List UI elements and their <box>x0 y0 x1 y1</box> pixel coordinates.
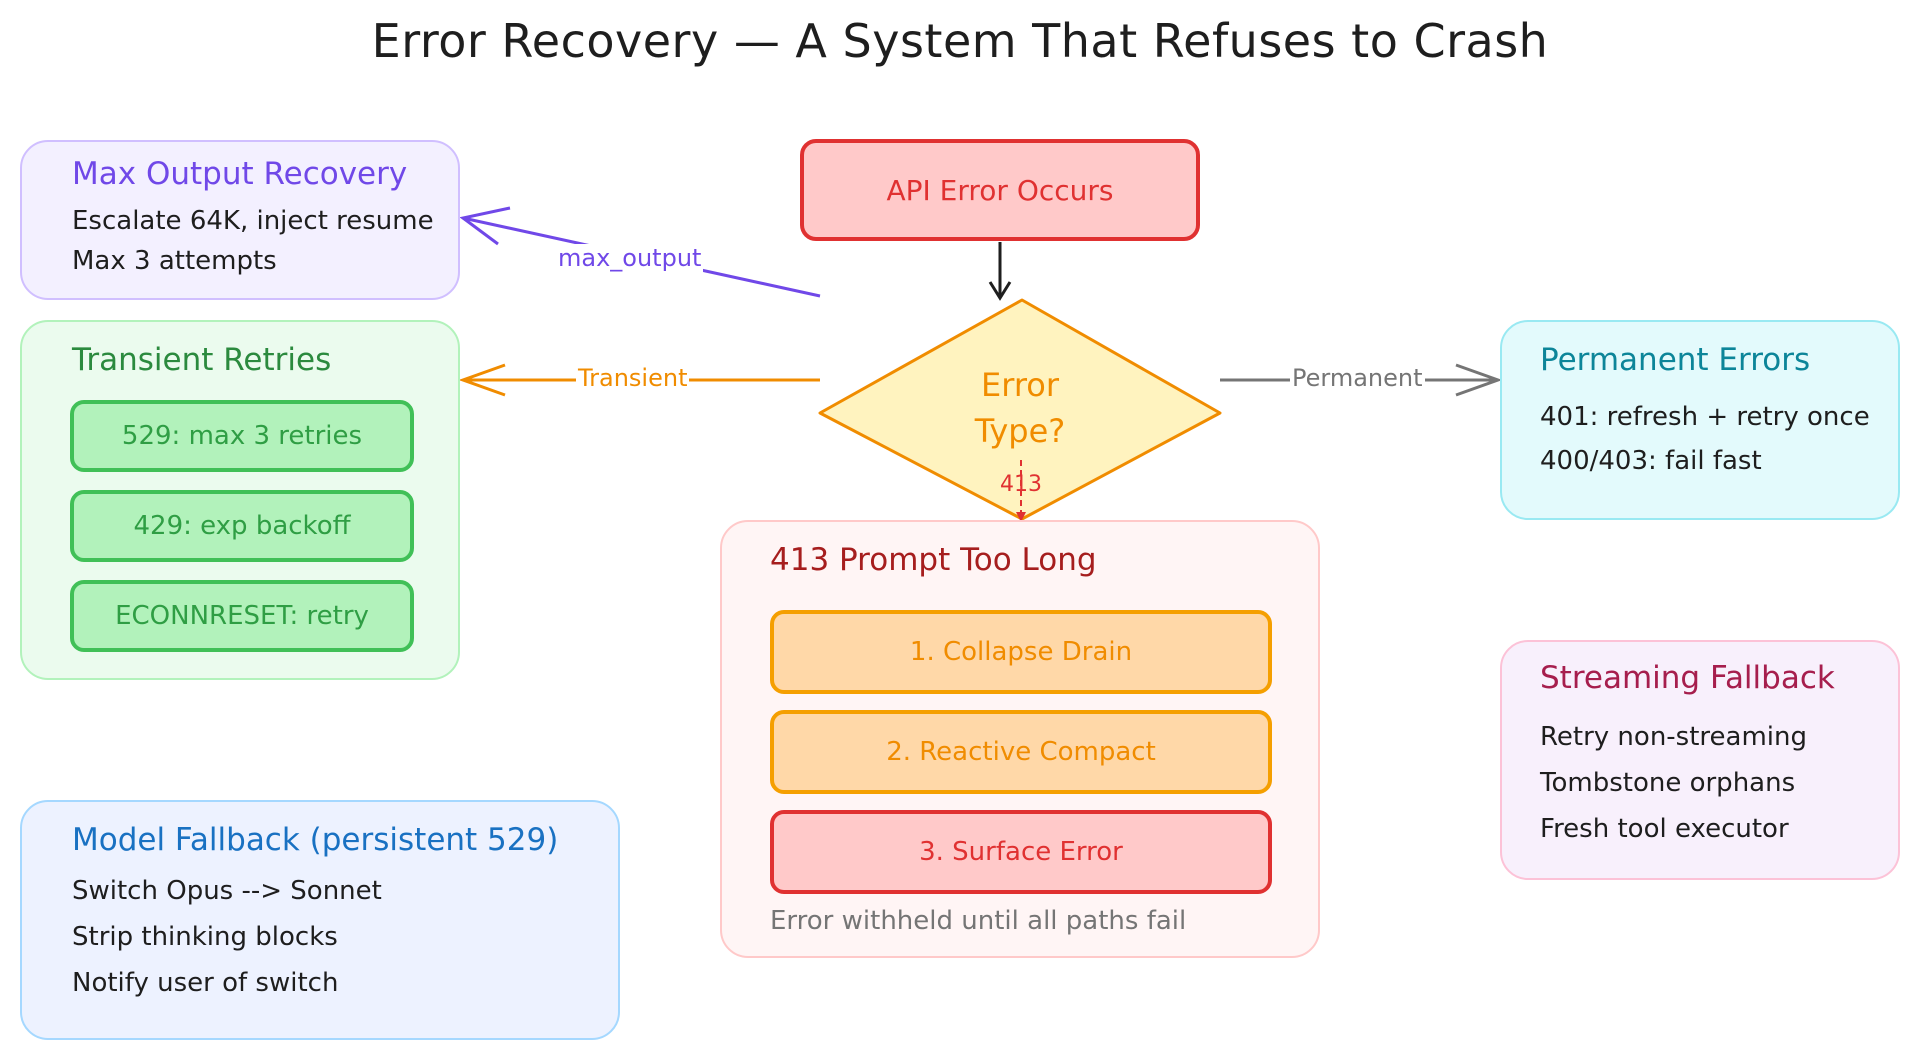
streaming-fallback-title: Streaming Fallback <box>1540 660 1835 696</box>
arrowhead-transient <box>458 363 506 397</box>
permanent-line: 401: refresh + retry once <box>1540 402 1870 432</box>
max-output-line: Max 3 attempts <box>72 246 277 276</box>
model-fallback-line: Strip thinking blocks <box>72 922 338 952</box>
transient-panel: Transient Retries 529: max 3 retries 429… <box>20 320 460 680</box>
prompt-step: 3. Surface Error <box>770 810 1272 894</box>
permanent-panel: Permanent Errors 401: refresh + retry on… <box>1500 320 1900 520</box>
edge-label-transient: Transient <box>576 364 690 392</box>
decision-label-line1: Error <box>981 366 1059 404</box>
arrowhead-permanent <box>1455 363 1503 397</box>
streaming-fallback-panel: Streaming Fallback Retry non-streaming T… <box>1500 640 1900 880</box>
permanent-panel-title: Permanent Errors <box>1540 342 1811 378</box>
edge-label-permanent: Permanent <box>1290 364 1425 392</box>
streaming-fallback-line: Retry non-streaming <box>1540 722 1807 752</box>
transient-item: 429: exp backoff <box>70 490 414 562</box>
max-output-line: Escalate 64K, inject resume <box>72 206 434 236</box>
model-fallback-line: Notify user of switch <box>72 968 339 998</box>
edge-label-413: 413 <box>1000 472 1042 497</box>
arrowhead-api-to-decision <box>988 281 1012 301</box>
edge-label-max-output: max_output <box>556 244 704 272</box>
decision-label-line2: Type? <box>974 412 1066 450</box>
transient-item: ECONNRESET: retry <box>70 580 414 652</box>
streaming-fallback-line: Tombstone orphans <box>1540 768 1796 798</box>
decision-label: Error Type? <box>900 362 1140 454</box>
prompt-too-long-title: 413 Prompt Too Long <box>770 542 1097 578</box>
prompt-too-long-note: Error withheld until all paths fail <box>770 906 1187 936</box>
api-error-node: API Error Occurs <box>800 139 1200 241</box>
permanent-line: 400/403: fail fast <box>1540 446 1762 476</box>
max-output-panel: Max Output Recovery Escalate 64K, inject… <box>20 140 460 300</box>
diagram-title: Error Recovery — A System That Refuses t… <box>371 14 1549 68</box>
transient-panel-title: Transient Retries <box>72 342 332 378</box>
transient-item: 529: max 3 retries <box>70 400 414 472</box>
max-output-panel-title: Max Output Recovery <box>72 156 408 192</box>
arrowhead-413 <box>1016 512 1026 522</box>
prompt-step: 1. Collapse Drain <box>770 610 1272 694</box>
prompt-step: 2. Reactive Compact <box>770 710 1272 794</box>
model-fallback-title: Model Fallback (persistent 529) <box>72 822 559 858</box>
model-fallback-line: Switch Opus --> Sonnet <box>72 876 382 906</box>
model-fallback-panel: Model Fallback (persistent 529) Switch O… <box>20 800 620 1040</box>
arrowhead-max-output <box>459 206 511 246</box>
prompt-too-long-panel: 413 Prompt Too Long 1. Collapse Drain 2.… <box>720 520 1320 958</box>
streaming-fallback-line: Fresh tool executor <box>1540 814 1789 844</box>
